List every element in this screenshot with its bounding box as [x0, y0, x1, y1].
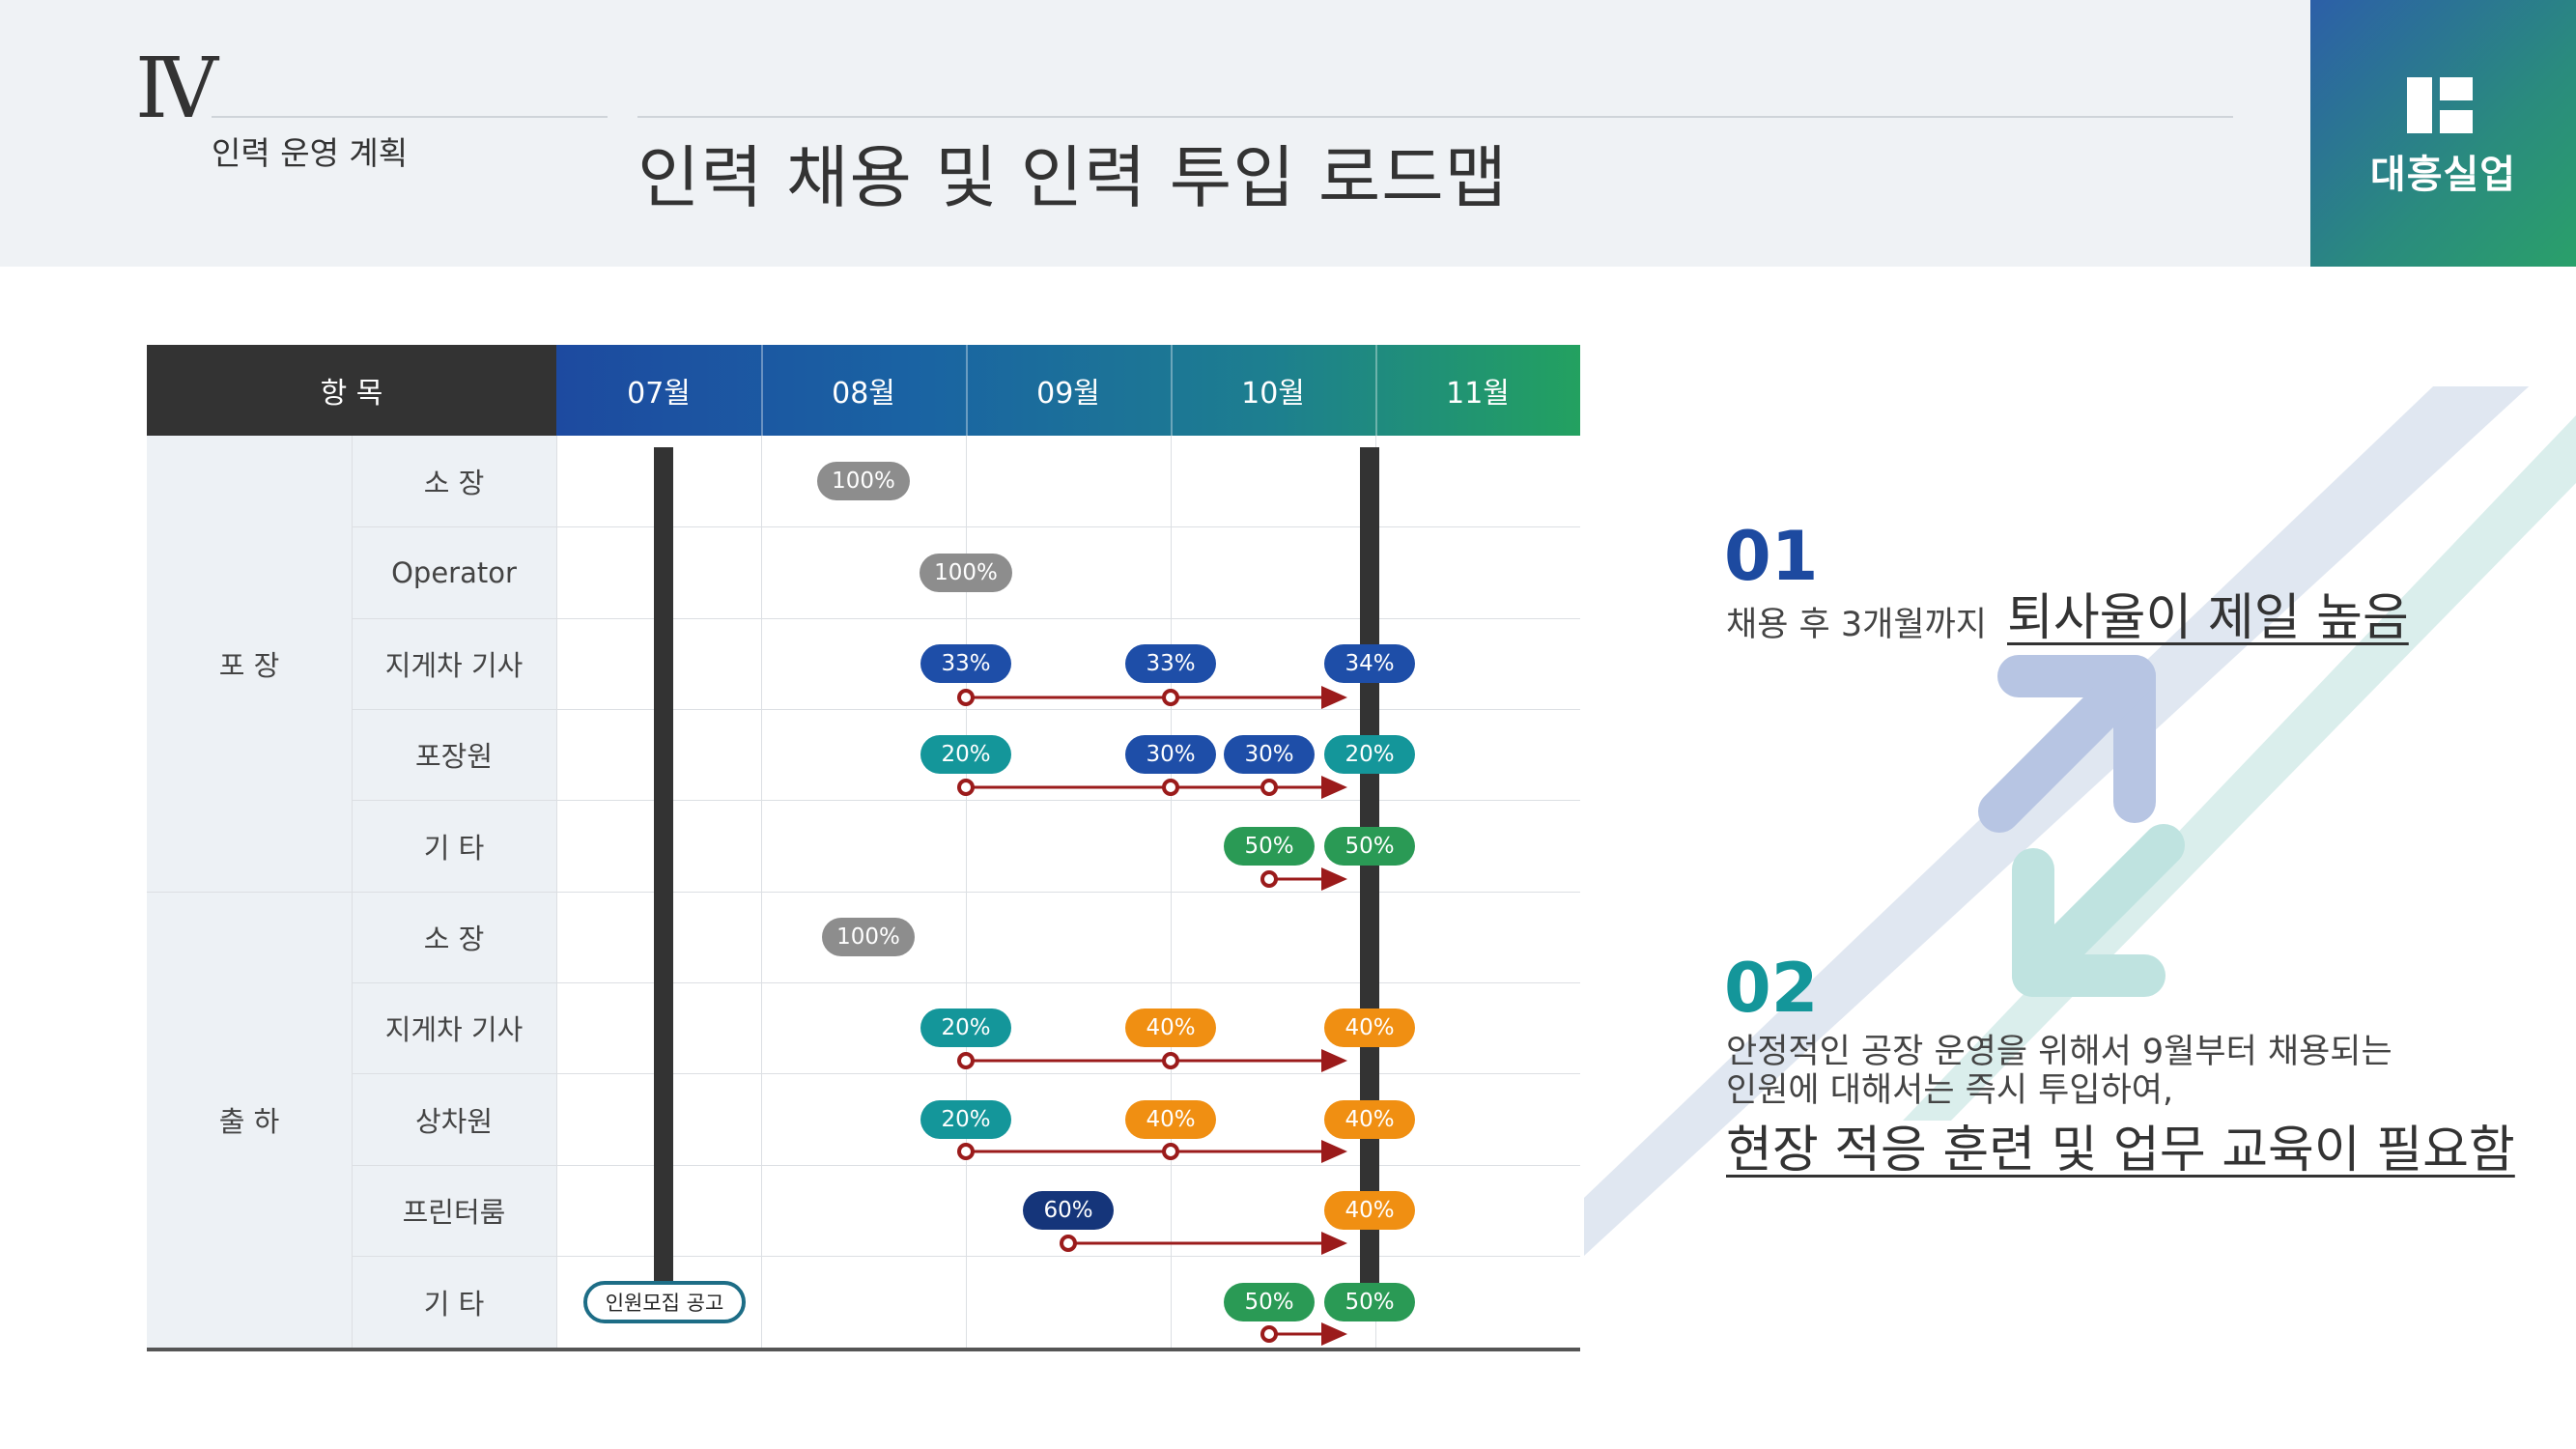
allocation-pill: 50% [1224, 1283, 1315, 1321]
month-header-band [556, 345, 1580, 436]
month-09: 09월 [1036, 377, 1100, 411]
allocation-pill: 40% [1324, 1191, 1415, 1230]
grid-hline [352, 709, 1580, 710]
allocation-pill: 50% [1324, 1283, 1415, 1321]
allocation-pill: 20% [1324, 735, 1415, 774]
row-label: 지게차 기사 [384, 1013, 524, 1046]
row-label: 기 타 [423, 1287, 485, 1321]
point-number-02: 02 [1724, 949, 1819, 1028]
logo-icon [2407, 77, 2473, 133]
row-label: 포장원 [414, 740, 494, 773]
row-label: Operator [391, 555, 517, 589]
allocation-pill: 33% [920, 644, 1011, 683]
allocation-pill: 20% [920, 1009, 1011, 1047]
allocation-pill: 20% [920, 1100, 1011, 1139]
point-02-text-line1: 안정적인 공장 운영을 위해서 9월부터 채용되는 [1726, 1033, 2392, 1071]
grid-hline [352, 800, 1580, 801]
col-sep [966, 345, 968, 436]
point-01-text: 채용 후 3개월까지 [1726, 606, 1987, 644]
allocation-pill: 100% [822, 918, 915, 956]
row-label: 소 장 [423, 923, 485, 955]
grid-hline [352, 1165, 1580, 1166]
grid-hline [352, 526, 1580, 527]
title-divider-line [637, 116, 2233, 118]
allocation-pill: 100% [817, 462, 910, 500]
allocation-pill: 40% [1324, 1009, 1415, 1047]
table-bottom-rule [147, 1348, 1580, 1351]
grid-hline [352, 618, 1580, 619]
section-number: Ⅳ [135, 41, 218, 137]
row-label: 프린터룸 [402, 1196, 506, 1229]
allocation-pill: 33% [1125, 644, 1216, 683]
row-label: 상차원 [414, 1104, 494, 1138]
month-11: 11월 [1446, 377, 1510, 411]
roadmap-table: 항 목 07월 08월 09월 10월 11월 포 장 출 하 소 장 Oper… [147, 345, 1580, 1351]
row-label: 소 장 [423, 467, 485, 499]
diagonal-decoration [1584, 386, 2576, 1256]
page-title: 인력 채용 및 인력 투입 로드맵 [637, 138, 1509, 217]
point-02-text-line2: 인원에 대해서는 즉시 투입하여, [1726, 1071, 2174, 1110]
allocation-pill: 100% [920, 554, 1012, 592]
logo-text: 대흥실업 [2369, 153, 2517, 197]
allocation-pill: 40% [1125, 1009, 1216, 1047]
allocation-pill: 40% [1125, 1100, 1216, 1139]
grid-hline [352, 1256, 1580, 1257]
col-sep [1171, 345, 1173, 436]
swap-arrows-icon [1978, 655, 2185, 997]
group-label-shipping: 출 하 [218, 1105, 280, 1138]
allocation-pill: 60% [1023, 1191, 1114, 1230]
allocation-pill: 30% [1125, 735, 1216, 774]
point-number-01: 01 [1724, 517, 1819, 596]
header-band: Ⅳ 인력 운영 계획 인력 채용 및 인력 투입 로드맵 [0, 0, 2576, 267]
allocation-pill: 20% [920, 735, 1011, 774]
month-07: 07월 [627, 377, 691, 411]
point-01-highlight: 퇴사율이 제일 높음 [2007, 589, 2409, 647]
section-label: 인력 운영 계획 [212, 134, 409, 172]
allocation-pill: 40% [1324, 1100, 1415, 1139]
col-sep [761, 345, 763, 436]
row-label: 지게차 기사 [384, 649, 524, 682]
group-divider [147, 892, 1580, 893]
month-10: 10월 [1241, 377, 1305, 411]
grid-hline [352, 982, 1580, 983]
company-logo: 대흥실업 [2310, 0, 2576, 267]
header-item: 항 목 [147, 345, 556, 436]
allocation-pill: 50% [1324, 827, 1415, 866]
month-08: 08월 [832, 377, 895, 411]
grid-hline [352, 1073, 1580, 1074]
allocation-pill: 30% [1224, 735, 1315, 774]
allocation-pill: 50% [1224, 827, 1315, 866]
group-label-packing: 포 장 [218, 649, 280, 682]
recruit-badge: 인원모집 공고 [583, 1281, 746, 1323]
arrow-layer [957, 686, 1347, 1346]
recruit-start-bar [654, 447, 673, 1297]
point-02-highlight: 현장 적응 훈련 및 업무 교육이 필요함 [1726, 1122, 2515, 1179]
row-label: 기 타 [423, 831, 485, 865]
allocation-pill: 34% [1324, 644, 1415, 683]
divider-line [212, 116, 608, 118]
col-sep [1375, 345, 1377, 436]
